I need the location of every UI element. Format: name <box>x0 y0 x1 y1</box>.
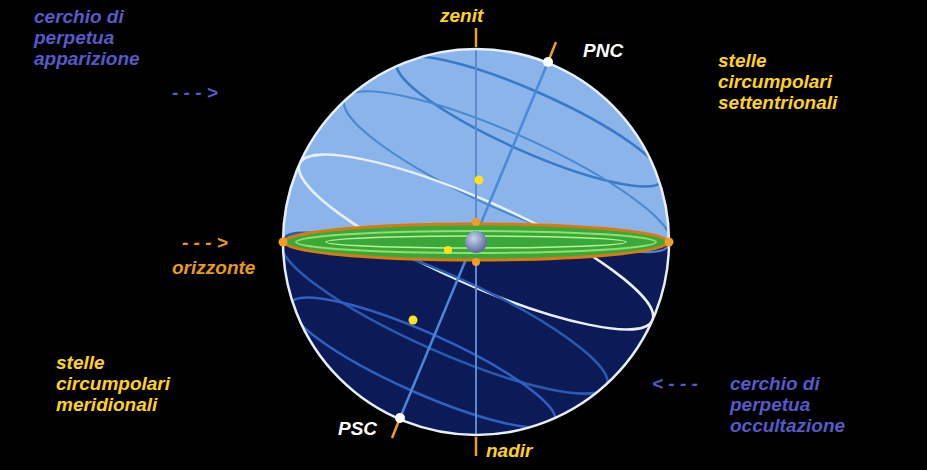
arrow-text: - - - > <box>182 232 272 253</box>
pole-label: PNC <box>583 40 643 61</box>
arrow-text: - - - > <box>172 82 262 103</box>
circle-label: cerchio di perpetua apparizione <box>34 6 169 69</box>
pole-label: PSC <box>338 418 398 439</box>
arrow-text: < - - - <box>652 373 732 394</box>
stars-label: stelle circumpolari meridionali <box>56 352 206 415</box>
stars-label: stelle circumpolari settentrionali <box>718 50 868 113</box>
circle-label: cerchio di perpetua occultazione <box>730 373 880 436</box>
zenith-label: zenit <box>440 5 510 26</box>
horizon-label: orizzonte <box>172 257 282 278</box>
nadir-label: nadir <box>486 440 556 461</box>
